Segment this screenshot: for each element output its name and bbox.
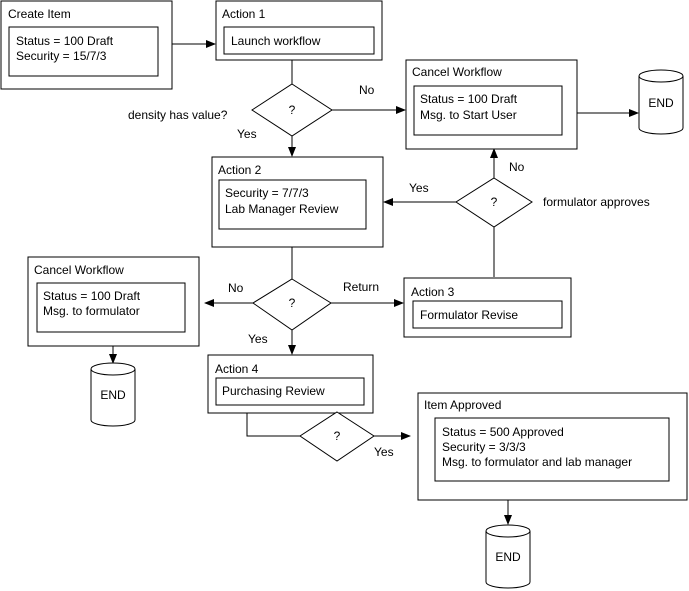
cancel-top-title: Cancel Workflow (412, 65, 502, 79)
decision-formulator-mark: ? (491, 195, 498, 209)
decision-formulator-yes-label: Yes (409, 181, 429, 195)
cancel-top-status: Status = 100 Draft (420, 92, 518, 106)
end-bottom-label: END (495, 550, 521, 564)
action4-title: Action 4 (215, 362, 259, 376)
action3-node: Action 3 Formulator Revise (403, 277, 572, 338)
end-top-label: END (648, 96, 674, 110)
connectors (109, 40, 639, 525)
decision-density-mark: ? (289, 103, 296, 117)
action3-step: Formulator Revise (420, 308, 518, 322)
end-bottom-node: END (485, 524, 531, 589)
item-approved-node: Item Approved Status = 500 Approved Secu… (417, 392, 688, 501)
cancel-left-title: Cancel Workflow (34, 263, 124, 277)
decision-density-node: ? density has value? No Yes (128, 83, 375, 141)
create-item-node: Create Item Status = 100 Draft Security … (0, 0, 173, 90)
create-item-status: Status = 100 Draft (16, 34, 114, 48)
item-approved-title: Item Approved (424, 398, 501, 412)
action4-step: Purchasing Review (222, 384, 325, 398)
decision-formulator-no-label: No (509, 160, 525, 174)
connector-action4-to-decision (246, 413, 300, 437)
create-item-security: Security = 15/7/3 (16, 49, 107, 63)
action2-node: Action 2 Security = 7/7/3 Lab Manager Re… (211, 156, 384, 248)
decision-purchasing-node: ? Yes (299, 411, 394, 462)
action1-step: Launch workflow (231, 34, 321, 48)
end-left-label: END (100, 388, 126, 402)
action2-step: Lab Manager Review (225, 202, 339, 216)
action2-title: Action 2 (218, 163, 262, 177)
decision-density-yes-label: Yes (237, 127, 257, 141)
action1-title: Action 1 (222, 7, 266, 21)
action1-node: Action 1 Launch workflow (215, 0, 383, 61)
action3-title: Action 3 (411, 285, 455, 299)
cancel-workflow-top-node: Cancel Workflow Status = 100 Draft Msg. … (405, 59, 578, 150)
item-approved-msg: Msg. to formulator and lab manager (442, 455, 632, 469)
decision-labmanager-node: ? No Return Yes (228, 278, 379, 346)
cancel-workflow-left-node: Cancel Workflow Status = 100 Draft Msg. … (27, 256, 200, 347)
decision-formulator-node: ? formulator approves Yes No (409, 160, 650, 228)
decision-density-question: density has value? (128, 108, 228, 122)
action4-node: Action 4 Purchasing Review (207, 354, 374, 414)
cancel-left-msg: Msg. to formulator (43, 304, 140, 318)
decision-purchasing-mark: ? (334, 429, 341, 443)
cancel-left-status: Status = 100 Draft (43, 289, 141, 303)
create-item-title: Create Item (8, 7, 71, 21)
decision-labmanager-mark: ? (289, 296, 296, 310)
decision-purchasing-yes-label: Yes (374, 445, 394, 459)
end-top-node: END (638, 69, 684, 135)
item-approved-security: Security = 3/3/3 (442, 440, 526, 454)
end-left-node: END (90, 362, 136, 427)
decision-labmanager-no-label: No (228, 281, 244, 295)
item-approved-status: Status = 500 Approved (442, 425, 564, 439)
cancel-top-msg: Msg. to Start User (420, 108, 517, 122)
decision-formulator-question: formulator approves (543, 195, 650, 209)
decision-density-no-label: No (359, 83, 375, 97)
action2-security: Security = 7/7/3 (225, 186, 309, 200)
decision-labmanager-return-label: Return (343, 280, 379, 294)
decision-labmanager-yes-label: Yes (248, 332, 268, 346)
